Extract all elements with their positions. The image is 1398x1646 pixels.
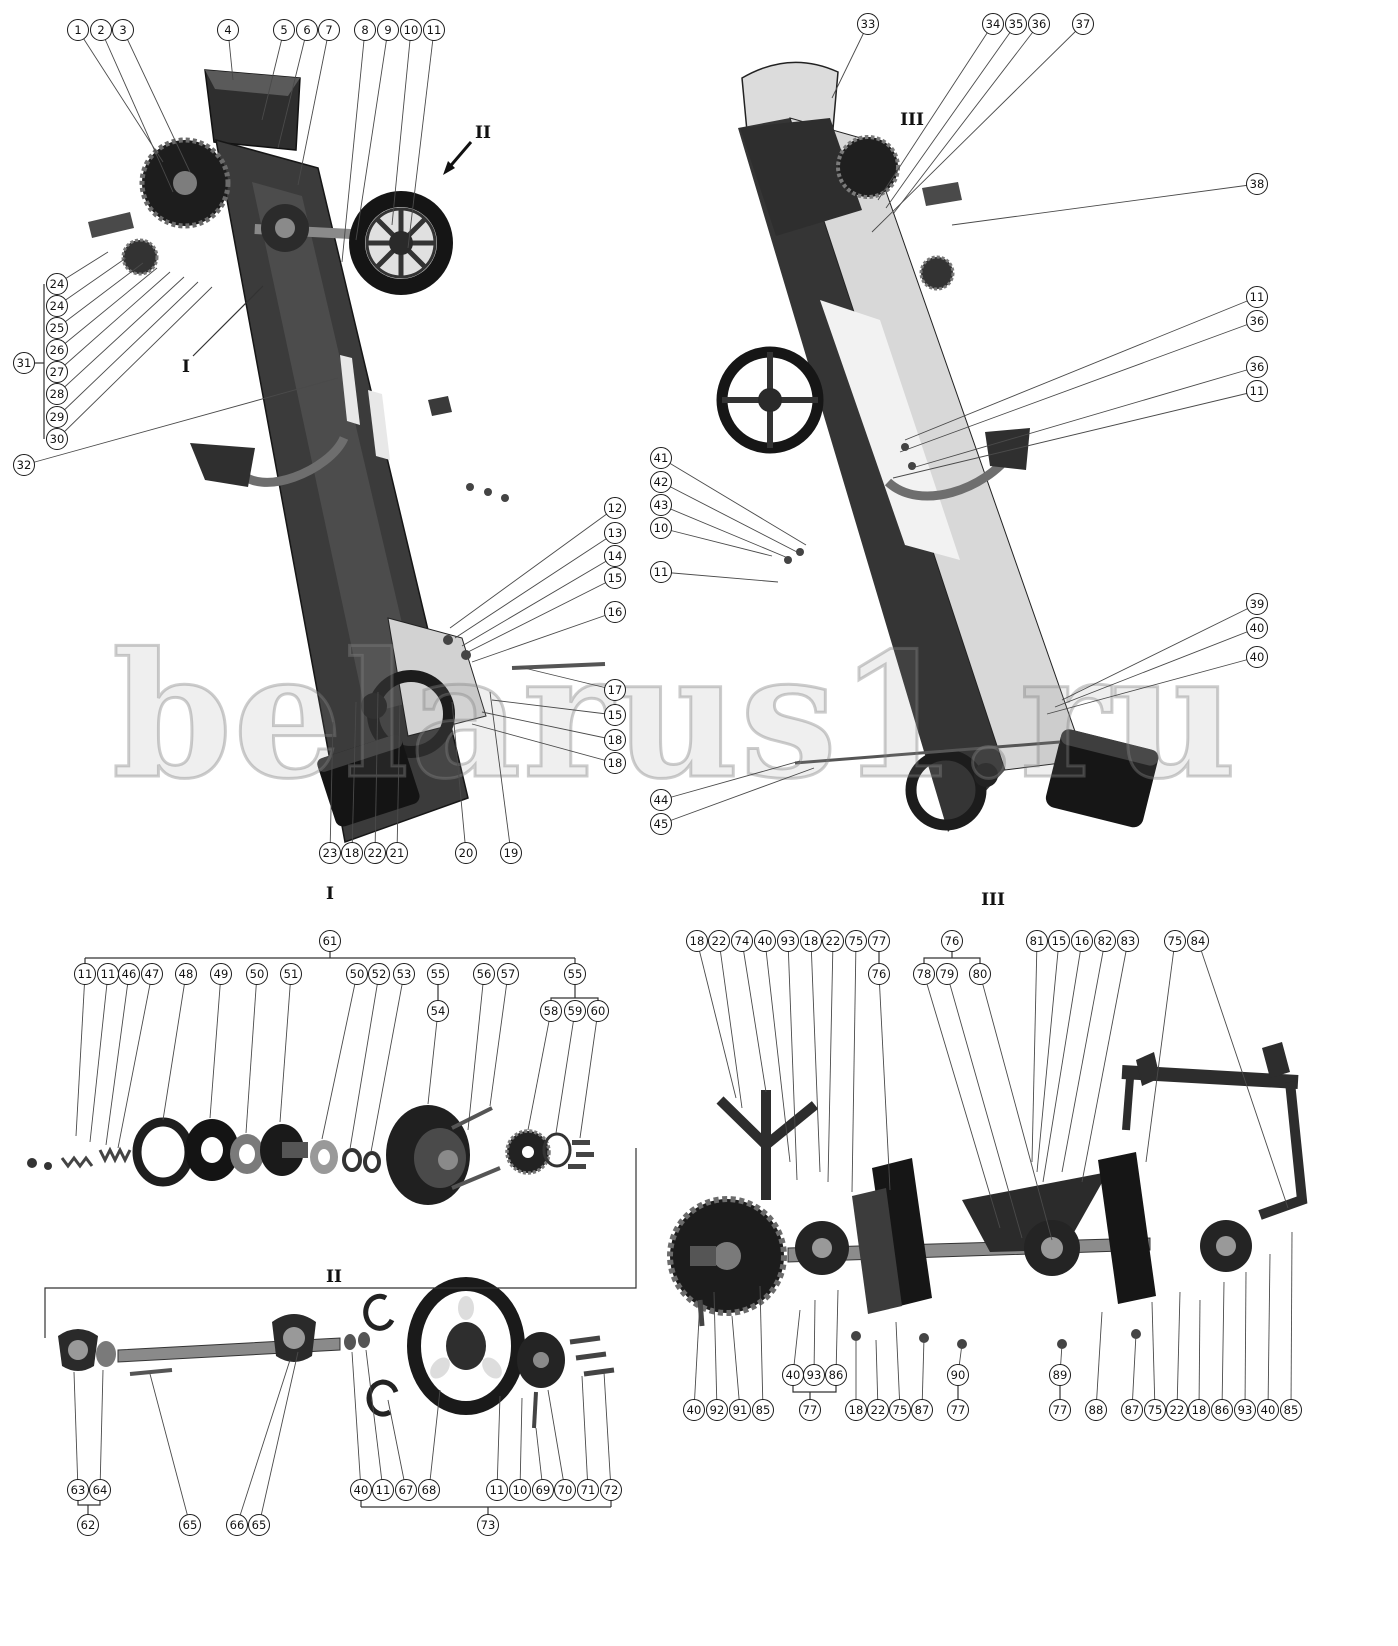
assembly-view-3 — [716, 61, 1159, 832]
view-marker-arrows — [192, 141, 473, 357]
assembly-view-1 — [88, 69, 606, 844]
bracket-lines — [35, 284, 1061, 1514]
assembly-bottom-right — [667, 1042, 1308, 1349]
assembly-bottom-left — [58, 1277, 615, 1429]
assembly-view-2 — [27, 1105, 594, 1205]
